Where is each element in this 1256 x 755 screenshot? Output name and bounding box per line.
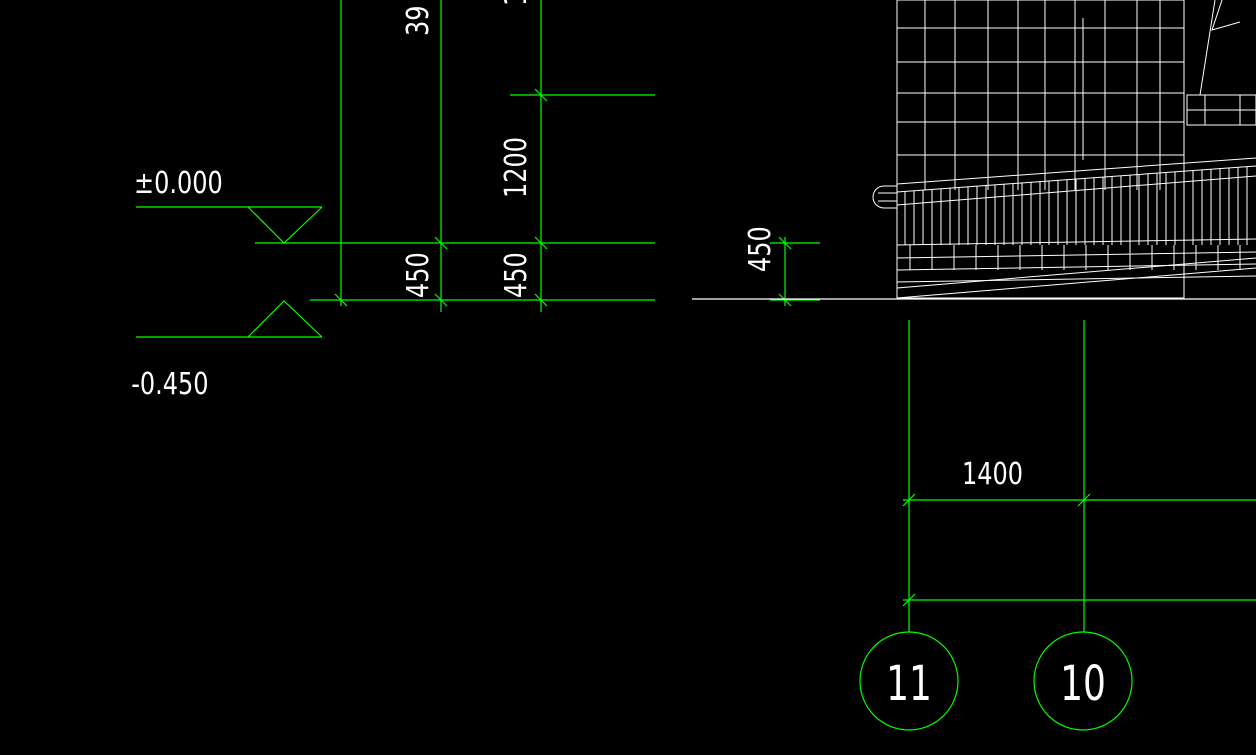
axis-label-11: 11 bbox=[886, 657, 932, 712]
ramp-course bbox=[896, 238, 1256, 246]
axis-label-10: 10 bbox=[1060, 657, 1106, 712]
ramp-balusters bbox=[904, 166, 1248, 245]
ramp-course bbox=[896, 263, 1256, 271]
axis-bubble-10[interactable] bbox=[1033, 631, 1133, 731]
facade-grid bbox=[897, 0, 1184, 190]
ramp-course bbox=[896, 275, 1256, 283]
axis-bubble-11[interactable] bbox=[859, 631, 959, 731]
level-marker-upper bbox=[136, 206, 323, 244]
ramp-courses bbox=[896, 238, 1256, 283]
level-label-lower: -0.450 bbox=[131, 367, 208, 401]
dimension-1200: 1200 bbox=[499, 137, 533, 198]
dimension-1400: 1400 bbox=[962, 457, 1023, 491]
level-label-upper: ±0.000 bbox=[134, 166, 223, 200]
vertical-dimension-chain bbox=[255, 0, 655, 312]
building-elevation bbox=[872, 0, 1256, 299]
dimension-450-a: 450 bbox=[401, 252, 435, 298]
dimension-450-b: 450 bbox=[499, 252, 533, 298]
ramp-course bbox=[896, 251, 1256, 259]
dimension-partial-1: 1 bbox=[499, 0, 533, 6]
dimension-partial-39: 39 bbox=[401, 5, 435, 36]
axis-dimension-1400 bbox=[902, 320, 1256, 632]
level-marker-lower bbox=[136, 300, 323, 338]
ground-dimension-450 bbox=[770, 236, 820, 307]
dimension-450-c: 450 bbox=[743, 226, 777, 272]
